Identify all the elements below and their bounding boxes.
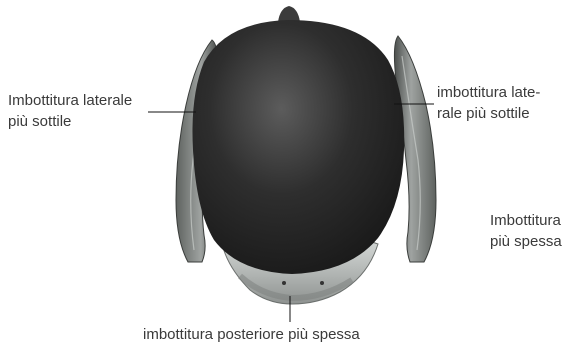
rear-padding-rivet (282, 281, 286, 285)
right-padding-label: imbottitura late- rale più sottile (437, 82, 540, 124)
thicker-padding-label-line2: più spessa (490, 231, 562, 252)
helmet-top-knob (278, 6, 300, 22)
thicker-padding-label-line1: Imbottitura (490, 210, 562, 231)
left-padding-label-line1: Imbottitura laterale (8, 90, 132, 111)
helmet-shell (192, 20, 404, 274)
rear-padding-rivet (320, 281, 324, 285)
right-padding-label-line2: rale più sottile (437, 103, 540, 124)
rear-padding-label-line1: imbottitura posteriore più spessa (143, 324, 360, 345)
left-padding-label-line2: più sottile (8, 111, 132, 132)
left-padding-label: Imbottitura laterale più sottile (8, 90, 132, 132)
rear-padding-label: imbottitura posteriore più spessa (143, 324, 360, 345)
thicker-padding-label: Imbottitura più spessa (490, 210, 562, 252)
right-padding-label-line1: imbottitura late- (437, 82, 540, 103)
